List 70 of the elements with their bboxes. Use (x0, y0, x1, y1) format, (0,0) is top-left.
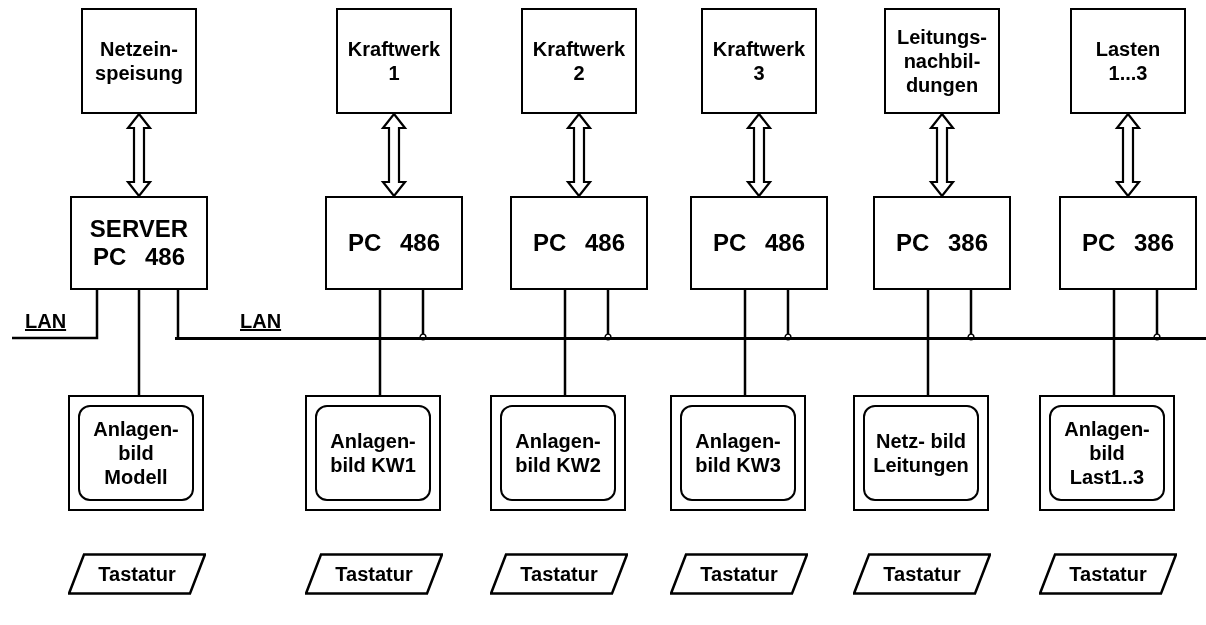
connector-line (784, 290, 792, 341)
screen-label: Anlagen- bild Modell (93, 417, 179, 489)
connector-line (419, 290, 427, 341)
connector-line (176, 290, 180, 337)
monitor-screen (1039, 395, 1175, 511)
keyboard-label: Tastatur (98, 562, 176, 586)
keyboard-label: Tastatur (520, 562, 598, 586)
component-label: Lasten 1...3 (1095, 37, 1161, 85)
connector-line (743, 290, 747, 395)
computer-box (70, 196, 208, 290)
connector-line (604, 290, 612, 341)
network-label: LAN (240, 310, 282, 333)
double-arrow (745, 112, 773, 198)
computer-label: SERVER PC 486 (88, 215, 190, 271)
keyboard-parallelogram (1039, 553, 1177, 595)
monitor-screen (670, 395, 806, 511)
keyboard-label: Tastatur (883, 562, 961, 586)
monitor-screen (305, 395, 441, 511)
component-box (884, 8, 1000, 114)
double-arrow (125, 112, 153, 198)
double-arrow (928, 112, 956, 198)
computer-label: PC 486 (532, 229, 626, 257)
component-box (521, 8, 637, 114)
connector-line (1112, 290, 1116, 395)
keyboard-parallelogram (68, 553, 206, 595)
keyboard-parallelogram (490, 553, 628, 595)
computer-box (510, 196, 648, 290)
monitor-screen (490, 395, 626, 511)
component-label: Kraftwerk 1 (347, 37, 441, 85)
computer-label: PC 386 (1081, 229, 1175, 257)
monitor-screen (853, 395, 989, 511)
component-label: Leitungs- nachbil- dungen (897, 25, 987, 97)
computer-box (1059, 196, 1197, 290)
computer-box (325, 196, 463, 290)
component-box (81, 8, 197, 114)
connector-line (378, 290, 382, 395)
keyboard-parallelogram (305, 553, 443, 595)
computer-label: PC 486 (347, 229, 441, 257)
network-label: LAN (25, 310, 67, 333)
computer-label: PC 486 (712, 229, 806, 257)
double-arrow (565, 112, 593, 198)
keyboard-parallelogram (853, 553, 991, 595)
double-arrow (380, 112, 408, 198)
connector-line (967, 290, 975, 341)
double-arrow (1114, 112, 1142, 198)
component-label: Kraftwerk 2 (532, 37, 626, 85)
component-label: Kraftwerk 3 (712, 37, 806, 85)
connector-line (12, 290, 99, 340)
lan-bus-line (175, 337, 1206, 340)
component-box (1070, 8, 1186, 114)
keyboard-label: Tastatur (700, 562, 778, 586)
component-box (336, 8, 452, 114)
connector-line (137, 290, 141, 395)
connector-line (926, 290, 930, 395)
screen-label: Netz- bild Leitungen (873, 429, 969, 477)
component-label: Netzein- speisung (95, 37, 183, 85)
computer-box (690, 196, 828, 290)
computer-box (873, 196, 1011, 290)
screen-label: Anlagen- bild Last1..3 (1064, 417, 1150, 489)
connector-line (1153, 290, 1161, 341)
screen-label: Anlagen- bild KW3 (695, 429, 781, 477)
screen-label: Anlagen- bild KW1 (330, 429, 416, 477)
monitor-screen (68, 395, 204, 511)
component-box (701, 8, 817, 114)
screen-label: Anlagen- bild KW2 (515, 429, 601, 477)
keyboard-parallelogram (670, 553, 808, 595)
connector-line (563, 290, 567, 395)
keyboard-label: Tastatur (335, 562, 413, 586)
computer-label: PC 386 (895, 229, 989, 257)
keyboard-label: Tastatur (1069, 562, 1147, 586)
